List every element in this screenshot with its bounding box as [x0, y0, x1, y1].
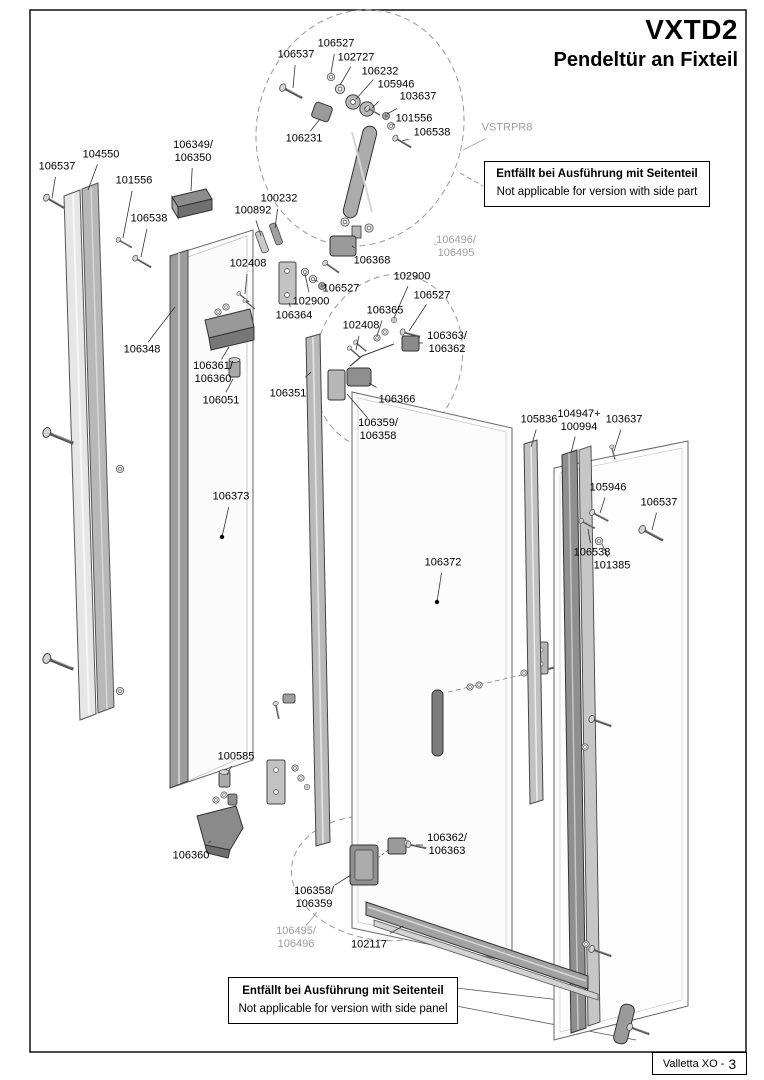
note-text-english: Not applicable for version with side par…: [496, 186, 698, 198]
bottom-rail-102117: [365, 901, 599, 1001]
product-name: Pendeltür an Fixteil: [553, 49, 738, 71]
leader-lines: [51, 53, 657, 934]
page-footer: Valletta XO - 3: [652, 1052, 747, 1075]
note-box-side-panel: Entfällt bei Ausführung mit Seitenteil N…: [228, 977, 458, 1024]
page-border: [29, 9, 747, 1053]
series-name: Valletta XO -: [662, 1057, 725, 1070]
clamp-106362-106363: [387, 837, 407, 855]
ellipse-note-connector: [459, 172, 484, 187]
page-title: VXTD2 Pendeltür an Fixteil: [554, 14, 738, 72]
pivot-assembly-top: [277, 72, 414, 257]
note-connector-2: [455, 1005, 637, 1041]
spacers-100232-100892: [235, 222, 283, 312]
note-text-english: Not applicable for version with side pan…: [238, 1002, 448, 1015]
hinge-body-106366: [346, 367, 372, 387]
hinge-body-106368: [329, 235, 357, 257]
pin-106051: [228, 357, 241, 378]
cap-106349-106350: [171, 188, 213, 220]
page-number: 3: [728, 1055, 737, 1072]
hinge-plate-bottom: [266, 759, 286, 805]
clamp-106361-106360: [204, 303, 255, 351]
note-text-german: Entfällt bei Ausführung mit Seitenteil: [496, 168, 698, 181]
bottom-pivot-parts: [196, 693, 311, 859]
note-box-side-part: Entfällt bei Ausführung mit Seitenteil N…: [484, 161, 710, 207]
door-handle: [431, 660, 566, 757]
pivot-block-106231: [311, 101, 333, 123]
clamp-106363-106362: [401, 335, 420, 352]
product-code: VXTD2: [645, 14, 738, 45]
note-text-german: Entfällt bei Ausführung mit Seitenteil: [242, 984, 444, 997]
hinge-106360: [196, 805, 244, 851]
side-panel-group: [553, 440, 689, 1045]
pivot-arm: [342, 125, 378, 219]
wall-profile-104550: [63, 182, 115, 721]
door-profile-106351: [305, 333, 331, 847]
hinge-assembly-middle: [327, 316, 422, 401]
hinge-plate-106358: [327, 369, 346, 401]
profile-105836: [523, 439, 544, 805]
hinge-plate-106364: [278, 258, 342, 305]
hinge-assembly-bottom: [349, 837, 428, 886]
